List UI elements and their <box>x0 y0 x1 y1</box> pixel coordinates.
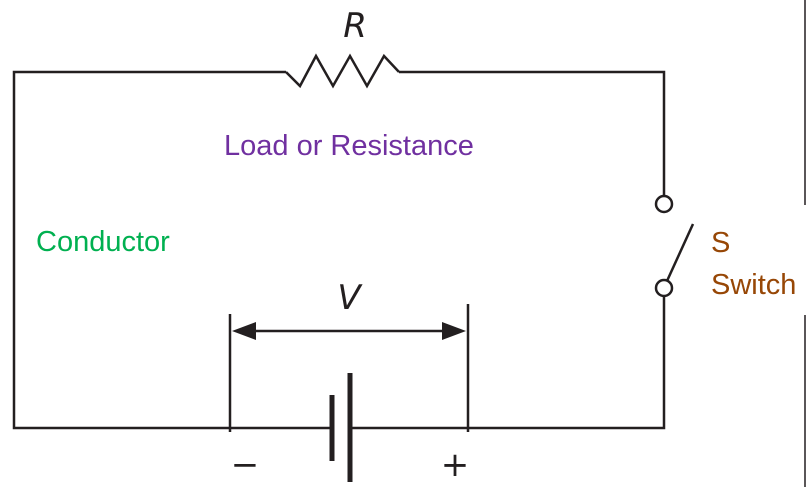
circuit-wire-top-right <box>399 70 666 196</box>
circuit-wire-right-bottom <box>350 296 666 430</box>
circuit-wire-left-top <box>12 70 332 430</box>
resistor-symbol-label: R <box>343 6 367 46</box>
voltage-arrowhead-right <box>442 322 466 340</box>
switch-lower-terminal <box>654 278 674 298</box>
positive-sign: + <box>441 445 470 485</box>
switch-symbol-label: S <box>711 227 730 259</box>
switch-upper-terminal <box>654 194 674 214</box>
resistor-symbol <box>285 53 400 89</box>
switch-blade <box>665 223 695 282</box>
switch-label: Switch <box>711 269 796 301</box>
voltage-symbol-label: V <box>337 278 363 318</box>
load-label: Load or Resistance <box>224 130 474 162</box>
conductor-label: Conductor <box>36 226 170 258</box>
negative-sign: − <box>231 445 260 485</box>
voltage-arrowhead-left <box>232 322 256 340</box>
